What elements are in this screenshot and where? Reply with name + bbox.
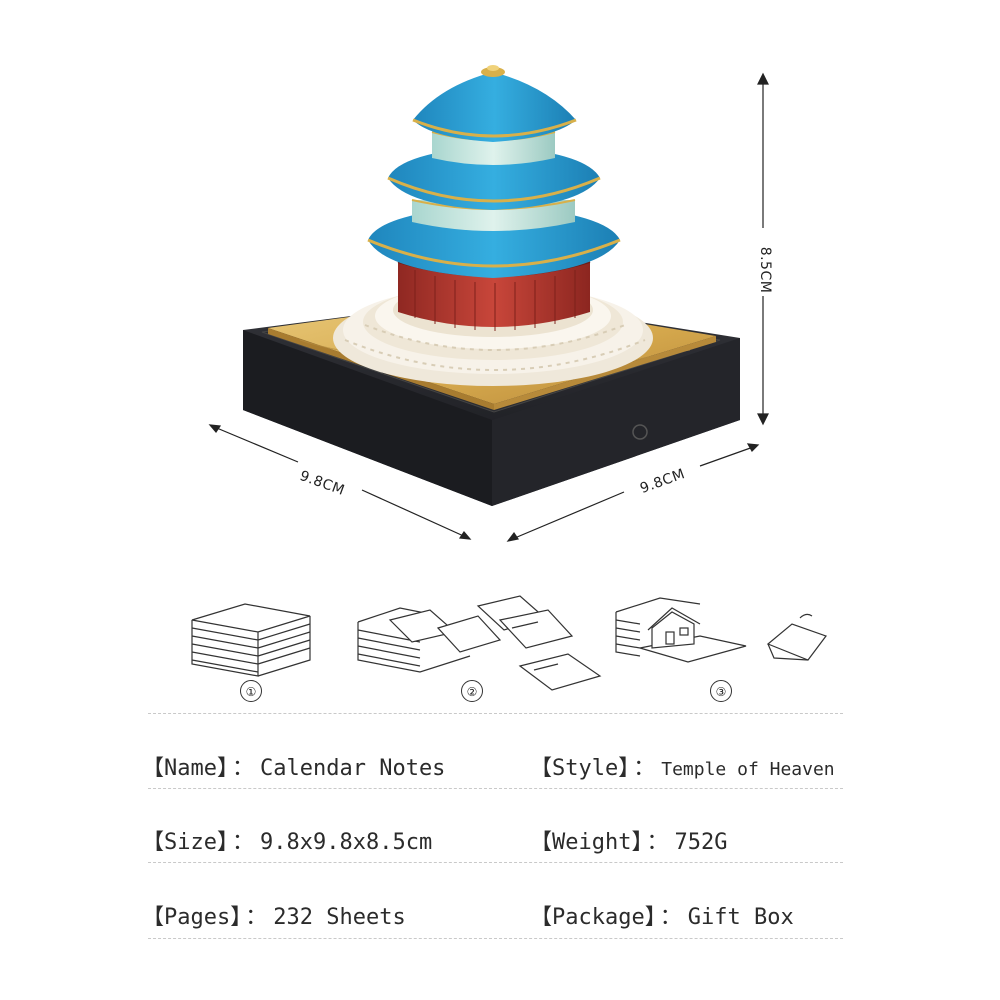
dimension-arrows [208,72,769,542]
usage-steps [191,595,827,691]
spec-size-separator: ： [231,830,254,855]
spec-pages-label: 【Pages】 [142,905,242,930]
step-2-number: ② [461,680,483,702]
spec-package-separator: ： [659,905,682,930]
spec-size: 【Size】：9.8x9.8x8.5cm [142,824,432,856]
divider-3 [148,938,843,939]
step-1-number: ① [240,680,262,702]
divider-1 [148,788,843,789]
roof-tier-2 [387,146,601,210]
spec-weight: 【Weight】：752G [530,824,727,856]
divider-top [148,713,843,714]
spec-style: 【Style】：Temple of Heaven [530,750,835,782]
height-dimension-label: 8.5CM [757,246,773,294]
spec-name-separator: ： [231,756,254,781]
spec-pages-separator: ： [245,905,268,930]
spec-size-label: 【Size】 [142,830,228,855]
spec-style-value: Temple of Heaven [661,759,835,780]
spec-name-label: 【Name】 [142,756,228,781]
step-1-stack-icon [191,603,311,677]
spec-pages: 【Pages】：232 Sheets [142,899,406,931]
spec-style-label: 【Style】 [530,756,630,781]
step-3-house-icon [615,597,827,663]
spec-style-separator: ： [633,756,656,781]
spec-package-label: 【Package】 [530,905,656,930]
spec-weight-value: 752G [674,830,728,855]
spec-package-value: Gift Box [687,905,794,930]
spec-name: 【Name】：Calendar Notes [142,750,445,782]
product-illustration [208,65,769,542]
spec-pages-value: 232 Sheets [273,905,406,930]
spec-name-value: Calendar Notes [260,756,446,781]
gold-finial [481,65,505,77]
step-3-number: ③ [710,680,732,702]
spec-size-value: 9.8x9.8x8.5cm [260,830,433,855]
spec-weight-label: 【Weight】 [530,830,643,855]
roof-tier-1 [412,72,577,142]
step-2-tearing-icon [357,595,602,691]
spec-package: 【Package】：Gift Box [530,899,794,931]
spec-weight-separator: ： [646,830,669,855]
divider-2 [148,862,843,863]
